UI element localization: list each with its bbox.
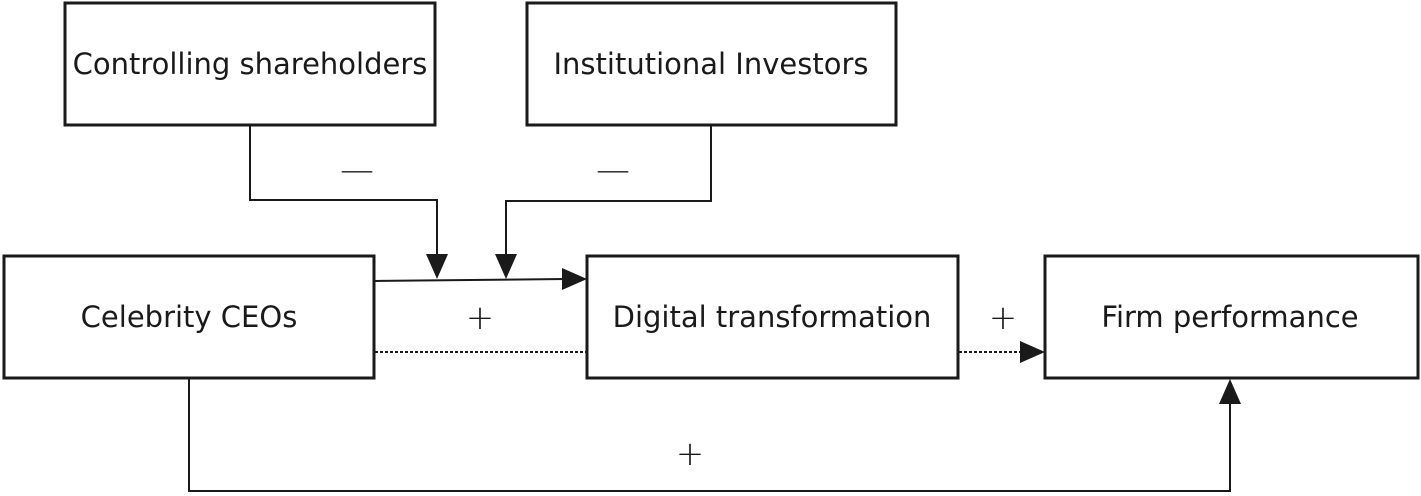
firm-performance-box [1043, 254, 1420, 380]
ceo-to-digital-line [374, 278, 567, 282]
firm-performance-node: Firm performance [1043, 254, 1420, 380]
controlling-moderation-arrowhead [426, 254, 448, 279]
digital-transformation-node: Digital transformation [585, 254, 960, 380]
controlling-effect-sign: — [340, 150, 374, 190]
institutional-moderation-arrowhead [495, 254, 517, 279]
institutional-investors-node: Institutional Investors [525, 1, 898, 127]
ceo-to-performance-arrowhead [1219, 379, 1241, 404]
celebrity-ceos-node: Celebrity CEOs [2, 254, 376, 380]
digital-transformation-label: Digital transformation [613, 300, 932, 334]
digital-transformation-box [585, 254, 960, 380]
controlling-moderation-arrow [249, 126, 448, 279]
controlling-shareholders-label: Controlling shareholders [73, 47, 428, 81]
ceo-to-digital-sign: + [466, 298, 495, 338]
ceo-to-performance-sign: + [676, 434, 705, 474]
celebrity-ceos-label: Celebrity CEOs [81, 300, 298, 334]
institutional-moderation-arrow [495, 126, 712, 279]
ceo-to-digital-arrowhead [562, 268, 587, 290]
ceo-to-performance-arrow [188, 379, 1241, 492]
celebrity-ceos-box [2, 254, 376, 380]
institutional-investors-label: Institutional Investors [553, 47, 868, 81]
ceo-to-digital-arrow [374, 268, 587, 290]
controlling-shareholders-node: Controlling shareholders [63, 1, 437, 127]
ceo-to-performance-line [188, 379, 1231, 492]
institutional-moderation-line [505, 126, 712, 258]
firm-performance-label: Firm performance [1101, 300, 1358, 334]
controlling-shareholders-box [63, 1, 437, 127]
digital-to-performance-arrow [959, 341, 1045, 363]
digital-to-performance-arrowhead [1020, 341, 1045, 363]
digital-to-performance-sign: + [989, 298, 1018, 338]
institutional-investors-box [525, 1, 898, 127]
controlling-moderation-line [249, 126, 438, 258]
institutional-effect-sign: — [596, 150, 630, 190]
